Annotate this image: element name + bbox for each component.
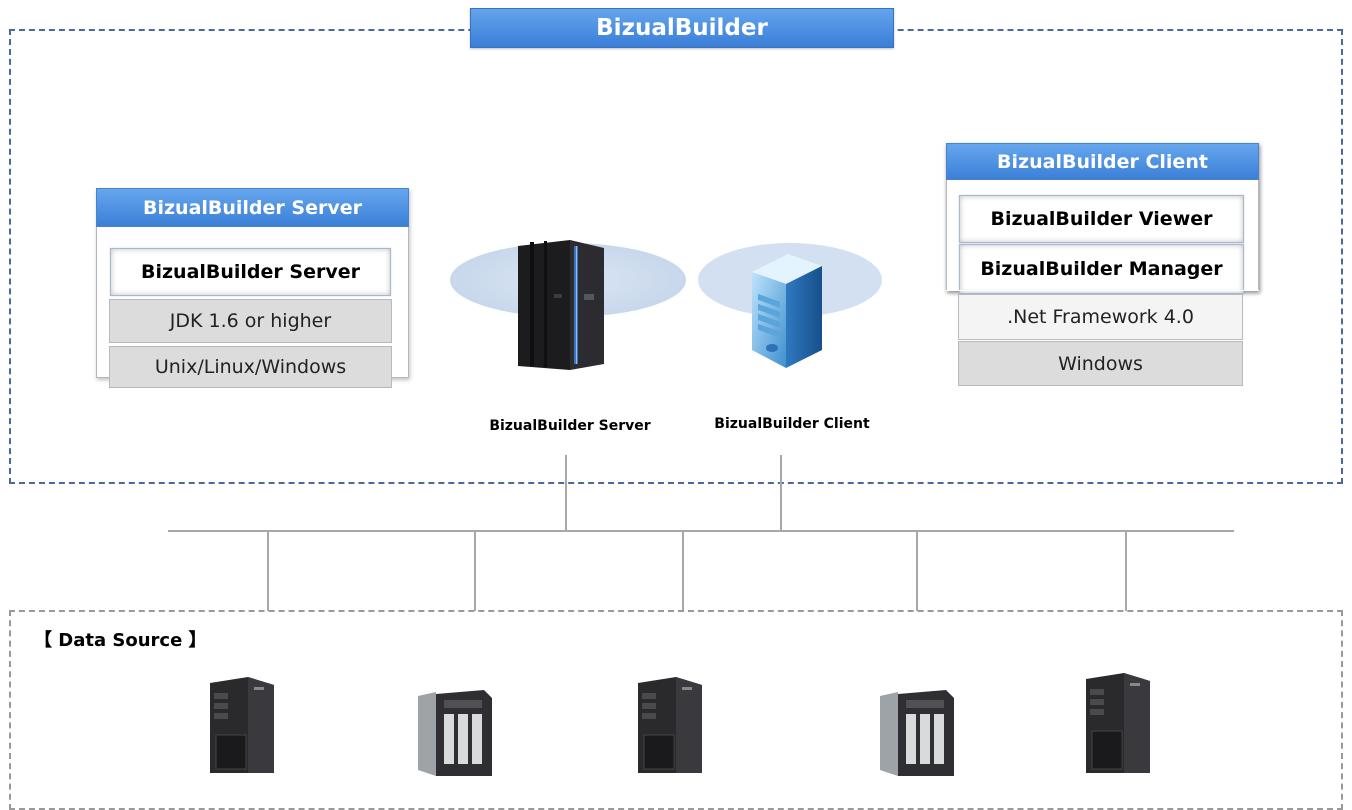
- server-drop-line: [565, 455, 567, 530]
- data-source-label: 【 Data Source 】: [34, 630, 207, 651]
- server-stack-header: BizualBuilder Server: [96, 188, 409, 227]
- client-layer-manager: BizualBuilder Manager: [959, 244, 1244, 294]
- client-layer-os: Windows: [958, 341, 1243, 386]
- client-layer-viewer: BizualBuilder Viewer: [959, 195, 1244, 243]
- ds-link-3: [682, 531, 684, 611]
- client-device-caption: BizualBuilder Client: [714, 416, 870, 432]
- client-stack-body: BizualBuilder Client BizualBuilder Viewe…: [946, 143, 1259, 294]
- ds-link-5: [1125, 531, 1127, 611]
- ds-link-2: [474, 531, 476, 611]
- diagram-title: BizualBuilder: [470, 8, 894, 48]
- open-storage-icon: [418, 690, 492, 776]
- tower-server-icon: [638, 677, 702, 773]
- server-device-caption: BizualBuilder Server: [489, 418, 651, 434]
- server-layer-bizualbuilder: BizualBuilder Server: [110, 248, 391, 296]
- tower-server-icon: [1086, 673, 1150, 773]
- client-stack-lower: [946, 290, 1259, 291]
- ds-link-1: [267, 531, 269, 611]
- server-stack-panel: BizualBuilder Server BizualBuilder Serve…: [96, 188, 409, 388]
- client-layer-dotnet: .Net Framework 4.0: [958, 294, 1243, 340]
- ds-link-4: [916, 531, 918, 611]
- mainframe-server-icon: [518, 240, 604, 370]
- server-layer-os: Unix/Linux/Windows: [109, 346, 392, 388]
- open-storage-icon: [880, 690, 954, 776]
- client-drop-line: [780, 455, 782, 530]
- server-layer-jdk: JDK 1.6 or higher: [109, 299, 392, 343]
- client-stack-header: BizualBuilder Client: [946, 143, 1259, 180]
- tower-server-icon: [210, 677, 274, 773]
- network-bus: [168, 530, 1234, 532]
- client-stack-frame: .Net Framework 4.0 Windows: [946, 143, 1259, 386]
- client-computer-icon: [752, 254, 822, 368]
